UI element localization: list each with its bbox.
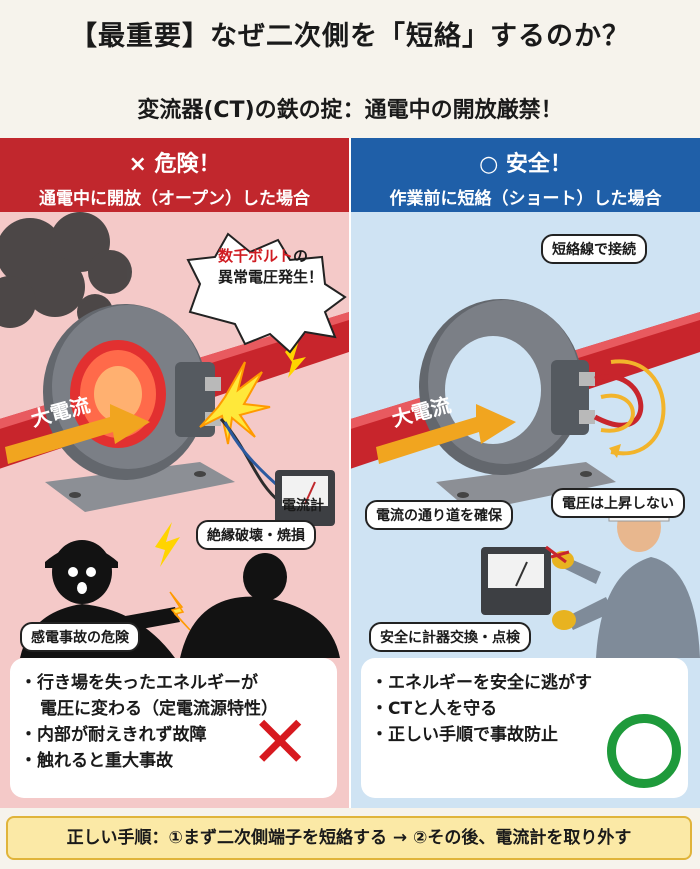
current-arrow-icon [376, 404, 516, 464]
danger-bullet-list: ・行き場を失ったエネルギーが 電圧に変わる（定電流源特性） ・内部が耐えきれず故… [10, 658, 337, 798]
ct-core-icon [419, 299, 589, 475]
current-path-label: 電流の通り道を確保 [365, 500, 513, 530]
safe-illustration [351, 299, 700, 658]
safe-header-title: ○ 安全！ [479, 152, 572, 177]
smoke-icon [0, 212, 132, 330]
current-arrow-icon [5, 404, 150, 464]
ammeter-icon [275, 470, 335, 526]
worker-icon [545, 500, 700, 658]
shock-spark-icon [155, 522, 191, 631]
danger-bullet-1: ・行き場を失ったエネルギーが [20, 673, 258, 693]
ammeter-icon [481, 547, 551, 615]
safe-panel: ○ 安全！ 作業前に短絡（ショート）した場合 [351, 138, 700, 808]
ct-base-icon [45, 462, 235, 512]
voltage-burst-icon [186, 232, 347, 354]
safe-bullet-3: ・正しい手順で事故防止 [371, 725, 558, 745]
circle-mark-icon [607, 714, 681, 788]
ct-base-icon [436, 462, 616, 512]
cross-mark-icon: ✕ [250, 700, 311, 784]
panel-divider [349, 138, 351, 808]
voltage-burst-number: 数千ボルト [218, 247, 294, 265]
danger-header-title: × 危険！ [128, 152, 221, 177]
safe-bullet-list: ・エネルギーを安全に逃がす ・CTと人を守る ・正しい手順で事故防止 [361, 658, 688, 798]
terminal-icon [579, 372, 595, 424]
short-wire-icon [593, 374, 644, 428]
ammeter-label: 電流計 [282, 498, 324, 514]
shock-risk-label: 感電事故の危険 [20, 622, 140, 652]
voltage-burst-line2: 異常電圧発生！ [218, 268, 324, 286]
danger-bullet-3: ・触れると重大事故 [20, 751, 173, 771]
danger-bullet-1-cont: 電圧に変わる（定電流源特性） [40, 699, 278, 719]
voltage-burst-suffix: の [293, 247, 309, 265]
insulation-damage-label: 絶縁破壊・焼損 [196, 520, 316, 550]
voltage-stable-label: 電圧は上昇しない [551, 488, 685, 518]
danger-illustration [0, 212, 349, 658]
danger-bullet-2: ・内部が耐えきれず故障 [20, 725, 207, 745]
safe-header: ○ 安全！ 作業前に短絡（ショート）した場合 [351, 138, 700, 212]
safe-bullet-1: ・エネルギーを安全に逃がす [371, 673, 592, 693]
procedure-footer: 正しい手順：①まず二次側端子を短絡する → ②その後、電流計を取り外す [6, 816, 692, 860]
other-worker-icon [180, 553, 340, 658]
safe-work-label: 安全に計器交換・点検 [369, 622, 531, 652]
flow-arrow-icon [600, 359, 666, 456]
danger-panel: × 危険！ 通電中に開放（オープン）した場合 [0, 138, 349, 808]
danger-header: × 危険！ 通電中に開放（オープン）した場合 [0, 138, 349, 212]
page-subtitle: 変流器(CT)の鉄の掟：通電中の開放厳禁！ [137, 98, 563, 123]
safe-bullet-2: ・CTと人を守る [371, 699, 498, 719]
page-title: 【最重要】なぜ二次側を「短絡」するのか？ [70, 21, 630, 52]
danger-header-subtitle: 通電中に開放（オープン）した場合 [39, 189, 310, 209]
safe-header-subtitle: 作業前に短絡（ショート）した場合 [389, 189, 662, 209]
voltage-burst-text: 数千ボルトの 異常電圧発生！ [218, 245, 323, 287]
short-wire-label: 短絡線で接続 [541, 234, 647, 264]
